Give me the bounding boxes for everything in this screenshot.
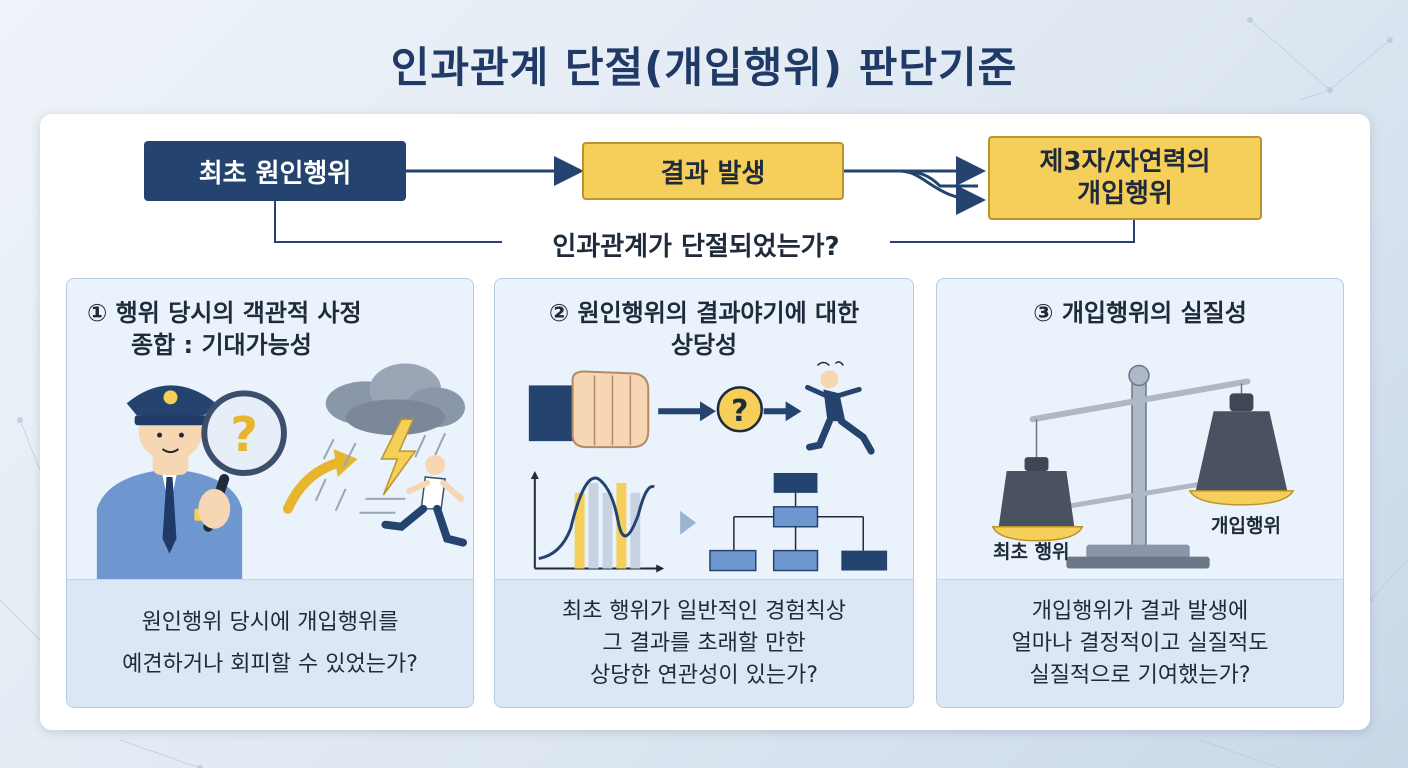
magnifier-question-icon: ? (198, 390, 287, 532)
card-1-description: 원인행위 당시에 개입행위를 예견하거나 회피할 수 있었는가? (67, 579, 473, 707)
intervention-box: 제3자/자연력의 개입행위 (988, 136, 1262, 220)
card-1-title: ① 행위 당시의 객관적 사정 종합 : 기대가능성 (67, 297, 473, 361)
causation-question: 인과관계가 단절되었는가? (506, 226, 886, 263)
card-3-desc-line1: 개입행위가 결과 발생에 (1031, 598, 1249, 624)
main-panel: 최초 원인행위 결과 발생 제3자/자연력의 개입행위 인과관계가 단절되었는가… (40, 114, 1370, 730)
card-1-desc-line1: 원인행위 당시에 개입행위를 (141, 609, 399, 635)
card-3-title-line1: ③ 개입행위의 실질성 (1033, 299, 1247, 327)
balance-scale-icon (991, 364, 1295, 569)
page-title: 인과관계 단절(개입행위) 판단기준 (390, 43, 1018, 92)
svg-text:?: ? (731, 394, 748, 429)
flow-connectors (274, 156, 1135, 243)
card-2-desc-line2: 그 결과를 초래할 만한 (602, 630, 806, 656)
card-3-description: 개입행위가 결과 발생에 얼마나 결정적이고 실질적도 실질적으로 기여했는가? (937, 579, 1343, 707)
left-weight (991, 457, 1084, 542)
intervention-line1: 제3자/자연력의 (1039, 147, 1211, 177)
initial-cause-box: 최초 원인행위 (144, 141, 406, 201)
lightning-icon (380, 418, 417, 496)
card-3-desc-line3: 실질적으로 기여했는가? (1029, 662, 1251, 688)
card-2-title: ② 원인행위의 결과야기에 대한 상당성 (495, 297, 913, 361)
bar-line-chart-icon (530, 470, 665, 573)
card-2-description: 최초 행위가 일반적인 경험칙상 그 결과를 초래할 만한 상당한 연관성이 있… (495, 579, 913, 707)
criterion-card-foreseeability: ① 행위 당시의 객관적 사정 종합 : 기대가능성 ? (66, 278, 474, 708)
scale-label-initial-act: 최초 행위 (993, 541, 1070, 563)
card-1-title-line2: 종합 : 기대가능성 (131, 331, 312, 359)
card-2-title-line1: ② 원인행위의 결과야기에 대한 (548, 299, 860, 327)
card-1-desc-line2: 예견하거나 회피할 수 있었는가? (122, 651, 418, 677)
intervention-line2: 개입행위 (1077, 179, 1173, 209)
result-box: 결과 발생 (582, 142, 844, 200)
scale-label-intervention: 개입행위 (1211, 515, 1281, 537)
flowchart-icon (709, 472, 888, 572)
card-1-illustration: ? (96, 363, 468, 581)
card-2-illustration: ? (528, 361, 888, 573)
card-2-desc-line3: 상당한 연관성이 있는가? (589, 662, 819, 688)
card-3-desc-line2: 얼마나 결정적이고 실질적도 (1011, 630, 1269, 656)
criterion-card-adequacy: ② 원인행위의 결과야기에 대한 상당성 ? (494, 278, 914, 708)
card-2-title-line2: 상당성 (670, 331, 738, 359)
storm-cloud-icon (325, 363, 466, 436)
criterion-card-substantiality: ③ 개입행위의 실질성 최초 행위 개입행위 개입행위가 (936, 278, 1344, 708)
card-1-title-line1: ① 행위 당시의 객관적 사정 (87, 299, 362, 327)
svg-text:?: ? (230, 408, 258, 463)
right-weight (1188, 393, 1295, 506)
fist-icon (528, 370, 650, 449)
card-3-title: ③ 개입행위의 실질성 (937, 297, 1343, 329)
running-man-icon (359, 455, 468, 547)
card-2-desc-line1: 최초 행위가 일반적인 경험칙상 (561, 598, 847, 624)
falling-man-icon (805, 361, 875, 455)
question-circle-icon: ? (716, 386, 763, 433)
